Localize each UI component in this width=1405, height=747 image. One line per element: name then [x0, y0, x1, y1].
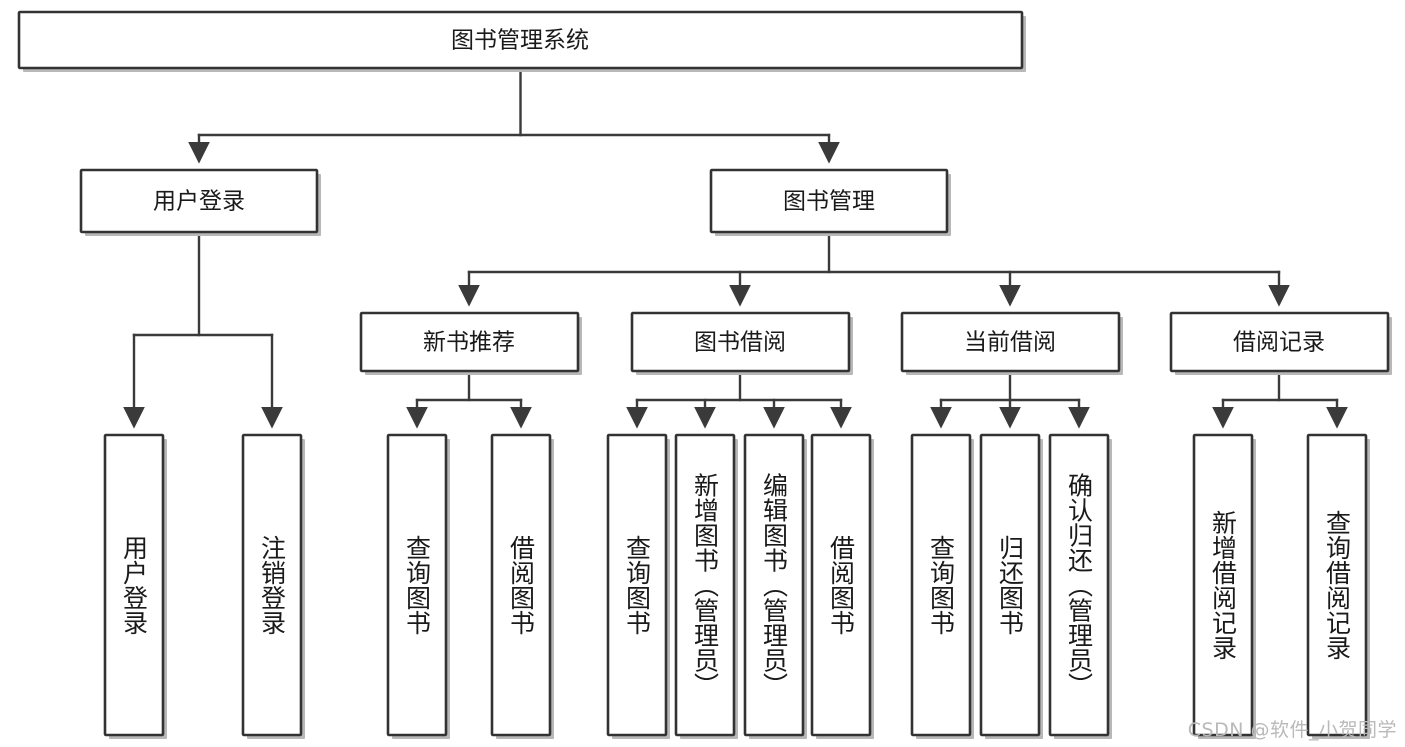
leaf-current-borrow-1-label: 查询图书 [927, 535, 956, 635]
leaf-current-borrow-3-label: 确认归还（管理员） [1065, 473, 1094, 698]
node-root[interactable]: 图书管理系统 [17, 10, 1026, 72]
node-new-book-recommend-label: 新书推荐 [423, 330, 515, 356]
node-book-manage[interactable]: 图书管理 [709, 168, 951, 236]
leaf-book-borrow-4[interactable]: 借阅图书 [810, 433, 874, 739]
leaf-current-borrow-2-label: 归还图书 [996, 535, 1025, 635]
leaf-borrow-record-2-label: 查询借阅记录 [1323, 510, 1352, 660]
leaf-user-login-1-label: 用户登录 [120, 535, 149, 635]
leaf-current-borrow-2[interactable]: 归还图书 [979, 433, 1043, 739]
leaf-book-borrow-2-label: 新增图书（管理员） [691, 473, 720, 698]
node-new-book-recommend[interactable]: 新书推荐 [359, 311, 582, 375]
leaf-current-borrow-1[interactable]: 查询图书 [910, 433, 974, 739]
leaf-borrow-record-2[interactable]: 查询借阅记录 [1306, 433, 1370, 739]
leaf-user-login-2[interactable]: 注销登录 [241, 433, 305, 739]
node-current-borrow-label: 当前借阅 [964, 330, 1056, 356]
leaf-new-book-2-label: 借阅图书 [507, 535, 536, 635]
leaf-new-book-1[interactable]: 查询图书 [386, 433, 450, 739]
leaf-book-borrow-4-label: 借阅图书 [827, 535, 856, 635]
leaf-new-book-2[interactable]: 借阅图书 [490, 433, 554, 739]
node-root-label: 图书管理系统 [451, 28, 589, 54]
leaf-borrow-record-1[interactable]: 新增借阅记录 [1192, 433, 1256, 739]
node-book-borrow[interactable]: 图书借阅 [630, 311, 853, 375]
leaf-book-borrow-3[interactable]: 编辑图书（管理员） [743, 433, 807, 739]
leaf-user-login-2-label: 注销登录 [258, 535, 287, 635]
leaf-book-borrow-1-label: 查询图书 [623, 535, 652, 635]
leaf-user-login-1[interactable]: 用户登录 [103, 433, 167, 739]
node-borrow-record[interactable]: 借阅记录 [1169, 311, 1392, 375]
node-current-borrow[interactable]: 当前借阅 [900, 311, 1123, 375]
leaf-book-borrow-1[interactable]: 查询图书 [606, 433, 670, 739]
node-book-manage-label: 图书管理 [783, 189, 875, 215]
node-user-login-label: 用户登录 [153, 189, 245, 215]
node-user-login[interactable]: 用户登录 [79, 168, 321, 236]
leaf-book-borrow-2[interactable]: 新增图书（管理员） [674, 433, 738, 739]
node-borrow-record-label: 借阅记录 [1233, 330, 1325, 356]
leaf-borrow-record-1-label: 新增借阅记录 [1209, 510, 1238, 660]
node-book-borrow-label: 图书借阅 [694, 330, 786, 356]
connector-layer [123, 66, 1348, 429]
leaf-current-borrow-3[interactable]: 确认归还（管理员） [1048, 433, 1112, 739]
leaf-new-book-1-label: 查询图书 [403, 535, 432, 635]
leaf-book-borrow-3-label: 编辑图书（管理员） [760, 473, 789, 698]
